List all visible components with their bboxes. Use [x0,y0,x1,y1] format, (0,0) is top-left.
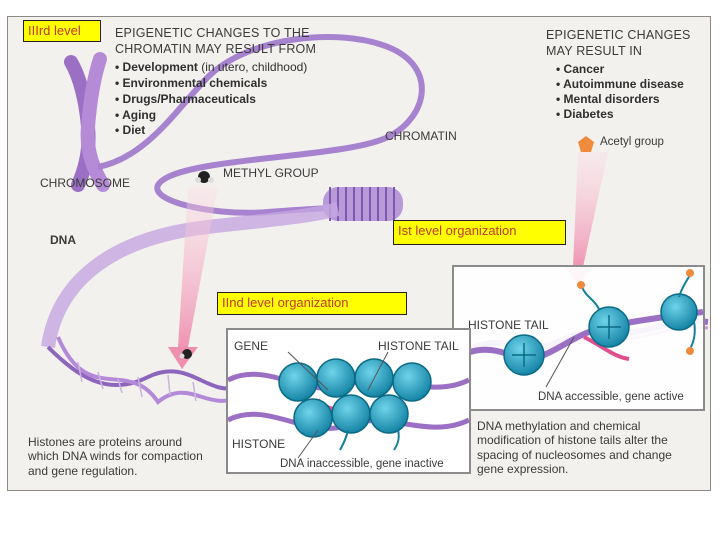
histones-caption: Histones are proteins around which DNA w… [28,435,203,478]
diagram-frame: EPIGENETIC CHANGES TO THE CHROMATIN MAY … [7,16,711,491]
methylation-caption: DNA methylation and chemical modificatio… [477,419,672,477]
inaccessible-panel: GENE HISTONE TAIL HISTONE DNA inaccessib… [226,328,471,474]
methyl-group-marker [195,171,214,183]
left-heading-line1: EPIGENETIC CHANGES TO THE [115,26,310,40]
histone-tail-label: HISTONE TAIL [468,318,549,332]
cause-item: • Environmental chemicals [115,76,268,90]
cause-item: • Development (in utero, childhood) [115,60,308,74]
result-item: • Diabetes [556,107,614,121]
third-level-highlight: IIIrd level [23,20,101,42]
first-level-highlight: Ist level organization [393,220,566,245]
gene-label: GENE [234,339,269,353]
second-level-highlight: IInd level organization [217,292,407,315]
left-heading-line2: CHROMATIN MAY RESULT FROM [115,42,317,56]
histone-tail-inset-label: HISTONE TAIL [378,339,459,353]
arrow-to-first-level [573,152,608,267]
result-item: • Mental disorders [556,92,660,106]
dna-label: DNA [50,233,76,247]
cause-item: • Diet [115,123,146,137]
cause-item: • Aging [115,108,157,122]
dna-helix [46,345,239,391]
chromosome-label: CHROMOSOME [40,176,130,190]
arrow-to-second-level [178,187,218,347]
chromatin-fiber [97,34,425,216]
inaccessible-nucleosomes [228,351,469,459]
chromatin-label: CHROMATIN [385,129,457,143]
result-item: • Autoimmune disease [556,77,684,91]
histone-label: HISTONE [232,437,286,451]
methyl-group-label: METHYL GROUP [223,166,319,180]
acetyl-group-marker [578,136,594,152]
accessible-nucleosomes [454,269,703,388]
result-item: • Cancer [556,62,605,76]
right-heading-line2: MAY RESULT IN [546,44,643,58]
right-heading-line1: EPIGENETIC CHANGES [546,28,691,42]
methyl-on-dna [179,349,192,359]
cause-item: • Drugs/Pharmaceuticals [115,92,256,106]
acetyl-group-label: Acetyl group [600,136,664,148]
accessible-panel: HISTONE TAIL DNA accessible, gene active [452,265,705,411]
dna-inaccessible-label: DNA inaccessible, gene inactive [280,458,444,470]
chromosome-shape [64,52,110,192]
dna-accessible-label: DNA accessible, gene active [538,391,684,403]
